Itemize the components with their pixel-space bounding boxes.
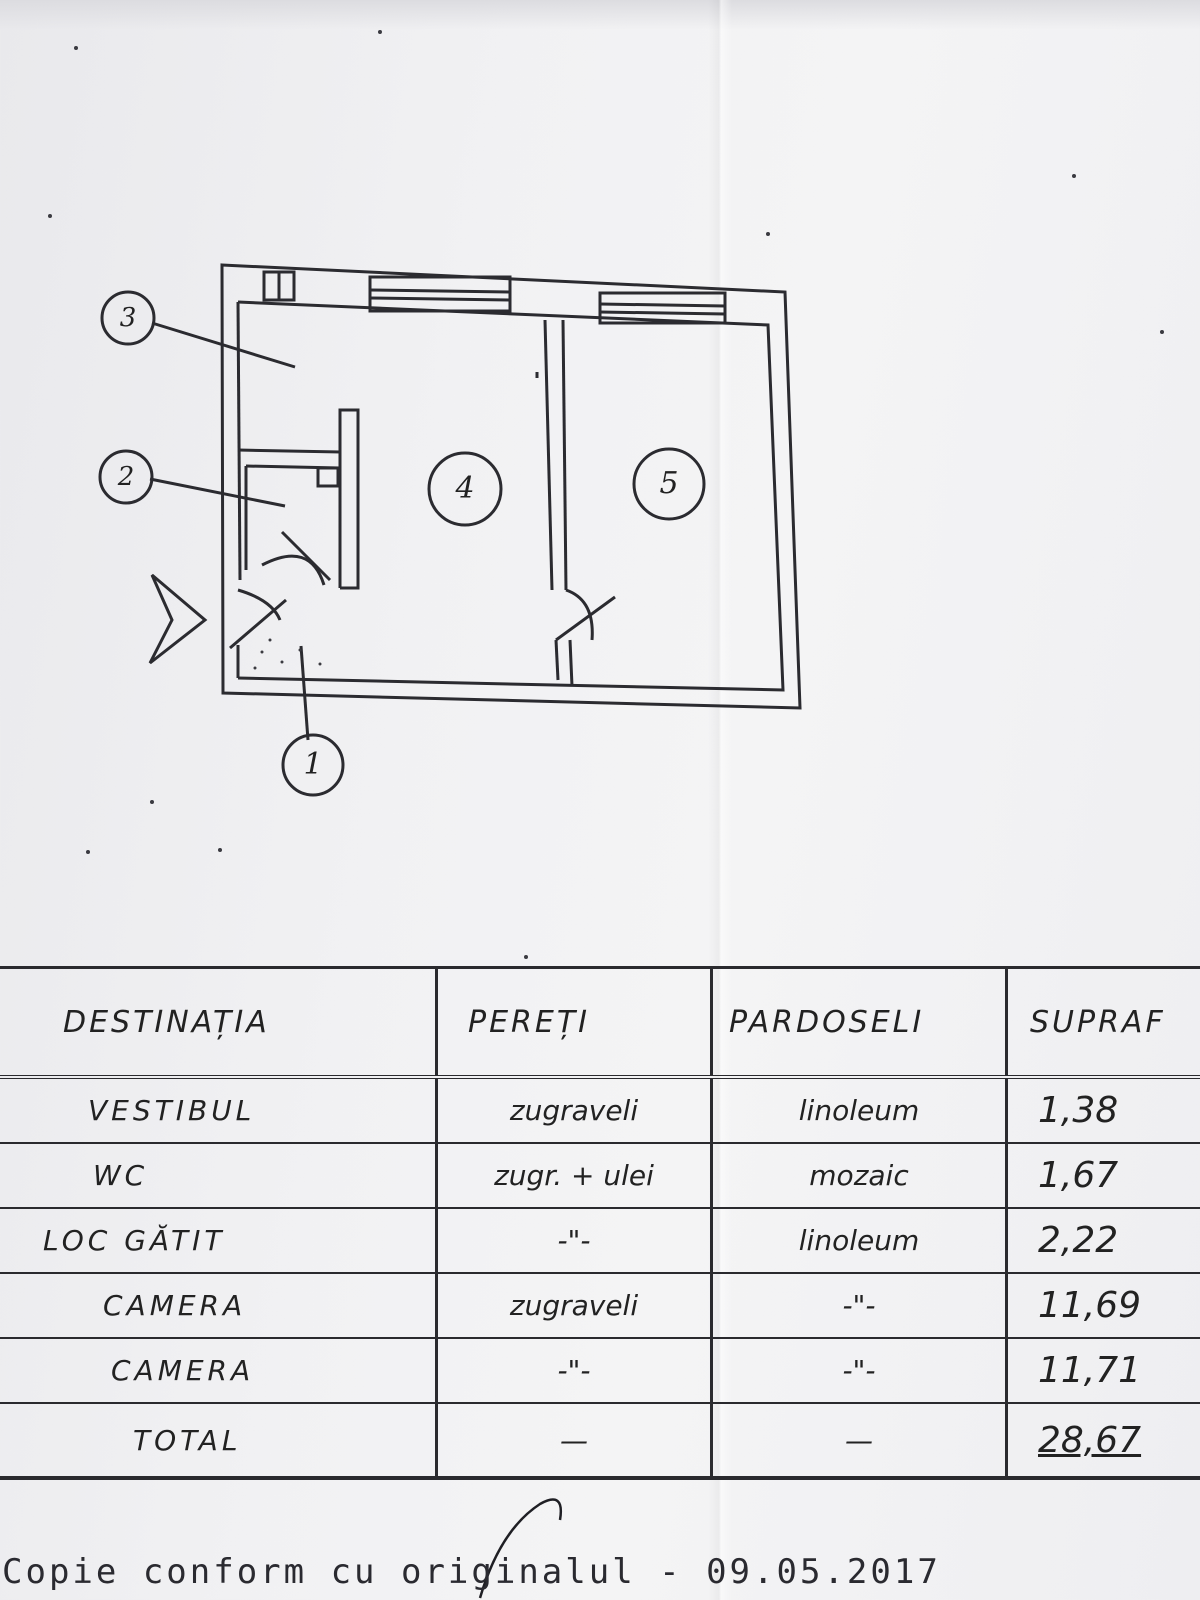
door-swing-entrance xyxy=(237,588,282,621)
table-header-row: DESTINAȚIA PEREȚI PARDOSELI SUPRAF xyxy=(0,966,1200,1079)
entrance-arrow xyxy=(148,573,208,665)
cell-pardoseli: -"- xyxy=(710,1337,1008,1404)
cell-supraf: 1,67 xyxy=(1005,1142,1200,1209)
circle-5 xyxy=(632,447,706,521)
paper-speck xyxy=(1072,174,1076,178)
door-leaf-45 xyxy=(555,595,616,642)
wc-wall xyxy=(237,408,360,590)
cell-total-pereti: — xyxy=(435,1402,713,1480)
wc-fixture xyxy=(316,466,340,488)
outer-wall xyxy=(220,263,802,710)
cell-destinatia: VESTIBUL xyxy=(0,1076,438,1144)
signature-stroke xyxy=(478,1498,563,1599)
cell-pereti: -"- xyxy=(435,1207,713,1274)
plan-label-5: 5 xyxy=(659,466,679,501)
cell-pereti: -"- xyxy=(435,1337,713,1404)
cell-pereti: zugr. + ulei xyxy=(435,1142,713,1209)
window-left-glass-2 xyxy=(369,296,511,302)
cell-pereti: zugraveli xyxy=(435,1076,713,1144)
partition-wall-b xyxy=(561,319,568,591)
paper-top-edge xyxy=(0,0,1200,30)
plan-label-1: 1 xyxy=(303,747,323,782)
cell-total-pardoseli: — xyxy=(710,1402,1008,1480)
table-row: VESTIBUL zugraveli linoleum 1,38 xyxy=(0,1076,1200,1144)
paper-speck xyxy=(48,214,52,218)
header-supraf: SUPRAF xyxy=(1005,966,1200,1079)
header-destinatia: DESTINAȚIA xyxy=(0,966,438,1079)
paper-speck xyxy=(766,232,770,236)
circle-1 xyxy=(281,733,345,797)
window-right xyxy=(598,291,727,325)
window-left-glass xyxy=(369,288,511,294)
cell-pereti: zugraveli xyxy=(435,1272,713,1339)
door-swing-45 xyxy=(565,588,594,641)
cell-destinatia: CAMERA xyxy=(0,1272,438,1339)
rooms-table: DESTINAȚIA PEREȚI PARDOSELI SUPRAF VESTI… xyxy=(0,966,1200,1480)
plan-label-4: 4 xyxy=(455,471,475,506)
cell-supraf: 11,69 xyxy=(1005,1272,1200,1339)
leader-1 xyxy=(299,645,310,741)
cell-pardoseli: -"- xyxy=(710,1272,1008,1339)
cell-supraf: 1,38 xyxy=(1005,1076,1200,1144)
header-pereti: PEREȚI xyxy=(435,966,713,1079)
door-swing-wc xyxy=(261,554,326,586)
door-leaf-wc xyxy=(280,530,332,582)
table-row: WC zugr. + ulei mozaic 1,67 xyxy=(0,1142,1200,1209)
table-row: LOC GĂTIT -"- linoleum 2,22 xyxy=(0,1207,1200,1274)
window-left xyxy=(368,275,512,313)
table-total-row: TOTAL — — 28,67 xyxy=(0,1402,1200,1480)
leader-3 xyxy=(151,321,296,369)
cell-total-label: TOTAL xyxy=(0,1402,438,1480)
paper-speck xyxy=(1160,330,1164,334)
table-row: CAMERA zugraveli -"- 11,69 xyxy=(0,1272,1200,1339)
plan-label-2: 2 xyxy=(117,462,135,492)
cell-total-supraf: 28,67 xyxy=(1005,1402,1200,1480)
cell-destinatia: CAMERA xyxy=(0,1337,438,1404)
circle-4 xyxy=(427,451,503,527)
table-row: CAMERA -"- -"- 11,71 xyxy=(0,1337,1200,1404)
plan-label-3: 3 xyxy=(119,303,137,333)
paper-speck xyxy=(378,30,382,34)
circle-3 xyxy=(100,290,156,346)
door-leaf-entrance xyxy=(229,598,287,650)
left-wall-inner xyxy=(236,301,242,581)
circle-2 xyxy=(98,449,154,505)
vestibule-dots xyxy=(253,638,322,670)
cell-pardoseli: linoleum xyxy=(710,1076,1008,1144)
paper-speck xyxy=(74,46,78,50)
paper-speck xyxy=(150,800,154,804)
partition-wall-a xyxy=(543,319,554,591)
floor-plan xyxy=(98,263,802,797)
leader-2 xyxy=(149,477,286,508)
cell-pardoseli: linoleum xyxy=(710,1207,1008,1274)
partition-wall-d xyxy=(568,639,574,687)
window-right-glass xyxy=(599,302,726,308)
cell-destinatia: LOC GĂTIT xyxy=(0,1207,438,1274)
copy-certification-note: Copie conform cu originalul - 09.05.2017 xyxy=(2,1552,941,1592)
cell-supraf: 2,22 xyxy=(1005,1207,1200,1274)
cell-supraf: 11,71 xyxy=(1005,1337,1200,1404)
partition-wall-c xyxy=(554,639,560,681)
header-pardoseli: PARDOSELI xyxy=(710,966,1008,1079)
paper-speck xyxy=(218,848,222,852)
inner-wall-line xyxy=(237,300,785,692)
paper-speck xyxy=(524,955,528,959)
cell-pardoseli: mozaic xyxy=(710,1142,1008,1209)
cell-destinatia: WC xyxy=(0,1142,438,1209)
paper-speck xyxy=(86,850,90,854)
window-right-glass-2 xyxy=(599,310,726,316)
